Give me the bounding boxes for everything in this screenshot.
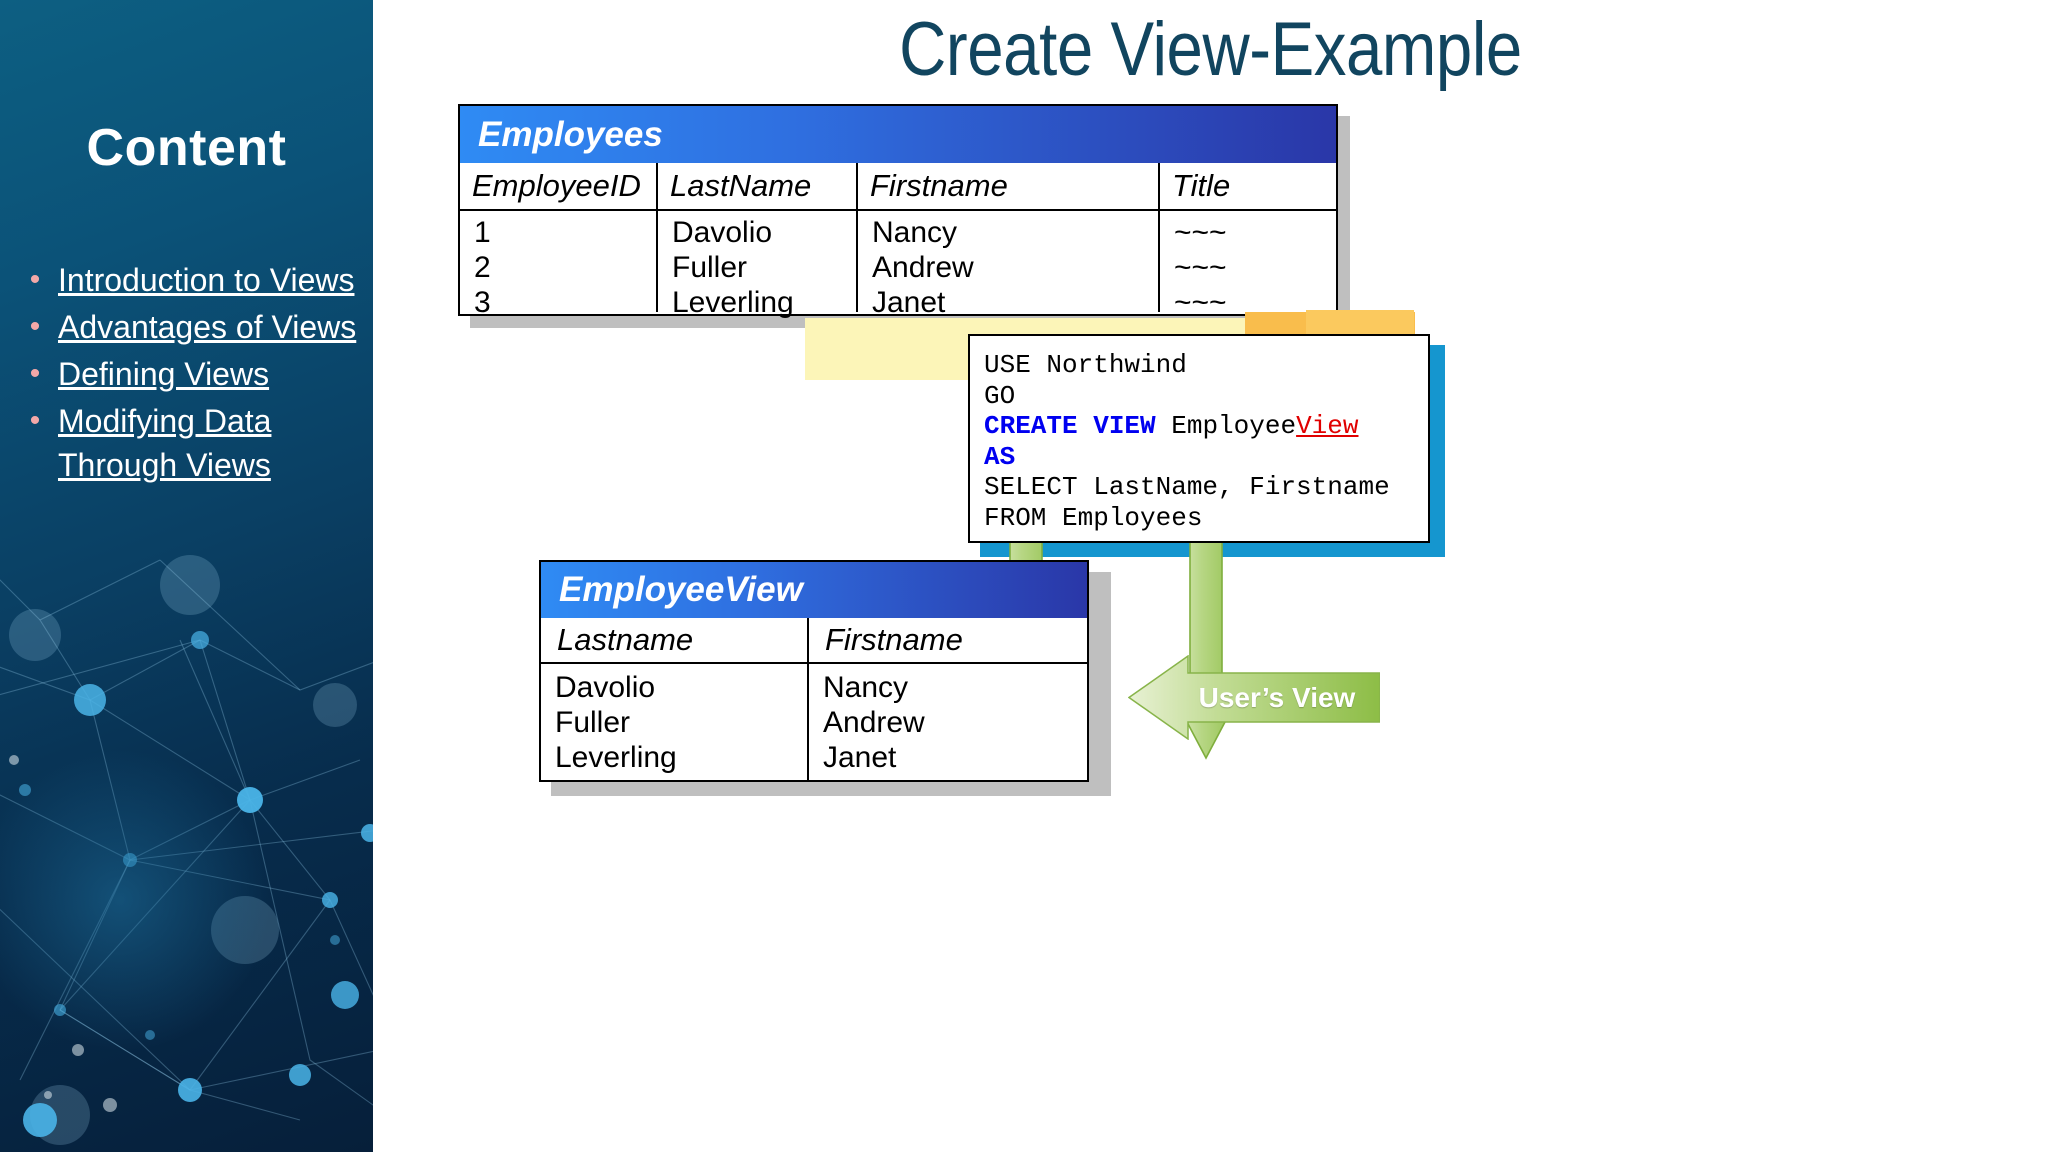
- cell-value: Davolio: [555, 671, 656, 704]
- sidebar-item-label[interactable]: Introduction to Views: [58, 262, 355, 298]
- cell-value: Janet: [823, 741, 897, 774]
- cell-value: Leverling: [672, 286, 794, 319]
- cell-value: 3: [474, 286, 491, 319]
- sidebar-item-modifying-data-through-views[interactable]: • Modifying Data Through Views: [12, 399, 362, 487]
- column-header-firstname: Firstname: [858, 163, 1160, 209]
- cell-value: ~~~: [1174, 286, 1227, 319]
- cell-value: 2: [474, 251, 491, 284]
- employees-table: Employees EmployeeID LastName Firstname …: [458, 104, 1338, 319]
- employees-table-title: Employees: [460, 106, 1336, 163]
- code-line-from: FROM Employees: [984, 502, 1203, 533]
- users-view-arrow-icon: [1128, 655, 1380, 740]
- bullet-icon: •: [29, 310, 41, 343]
- employeeview-table-header-row: Lastname Firstname: [541, 618, 1087, 664]
- employees-table-header-row: EmployeeID LastName Firstname Title: [460, 163, 1336, 211]
- column-header-firstname: Firstname: [825, 622, 963, 657]
- employeeview-table-title: EmployeeView: [541, 562, 1087, 618]
- cell-value: ~~~: [1174, 216, 1227, 249]
- cell-value: Davolio: [672, 216, 773, 249]
- sidebar-item-introduction-to-views[interactable]: • Introduction to Views: [12, 258, 362, 302]
- sidebar-item-advantages-of-views[interactable]: • Advantages of Views: [12, 305, 362, 349]
- cell-column-lastname: Davolio Fuller Leverling: [541, 664, 809, 780]
- cell-value: Nancy: [872, 216, 958, 249]
- cell-column-firstname: Nancy Andrew Janet: [809, 664, 1087, 780]
- page-title: Create View-Example: [899, 7, 1522, 92]
- sidebar-item-label[interactable]: Modifying Data Through Views: [58, 403, 272, 483]
- code-keyword-create-view: CREATE VIEW: [984, 411, 1156, 441]
- bullet-icon: •: [29, 404, 41, 437]
- cell-value: Fuller: [672, 251, 748, 284]
- column-header-title: Title: [1172, 168, 1231, 203]
- sidebar-heading: Content: [86, 119, 287, 177]
- sidebar: Content • Introduction to Views • Advant…: [0, 0, 373, 1152]
- sidebar-link-list: • Introduction to Views • Advantages of …: [12, 258, 362, 490]
- cell-column-firstname: Nancy Andrew Janet: [858, 211, 1160, 319]
- bullet-icon: •: [29, 357, 41, 390]
- bullet-icon: •: [29, 263, 41, 296]
- sql-code-box: USE Northwind GO CREATE VIEW EmployeeVie…: [968, 334, 1430, 543]
- users-view-label: User’s View: [1198, 681, 1356, 713]
- column-header-lastname: Lastname: [541, 618, 809, 662]
- code-view-name: Employee: [1155, 411, 1297, 441]
- cell-value: Fuller: [555, 706, 631, 739]
- employeeview-table-body: Davolio Fuller Leverling Nancy Andrew Ja…: [541, 664, 1087, 780]
- code-view-suffix: View: [1296, 411, 1359, 441]
- cell-value: Andrew: [823, 706, 925, 739]
- cell-column-employeeid: 1 2 3: [460, 211, 658, 319]
- cell-value: ~~~: [1174, 251, 1227, 284]
- cell-value: Nancy: [823, 671, 909, 704]
- code-keyword-as: AS: [984, 441, 1016, 472]
- sidebar-item-defining-views[interactable]: • Defining Views: [12, 352, 362, 396]
- cell-value: Janet: [872, 286, 946, 319]
- code-line-go: GO: [984, 380, 1016, 411]
- cell-value: Andrew: [872, 251, 974, 284]
- cell-column-lastname: Davolio Fuller Leverling: [658, 211, 858, 319]
- code-line-select: SELECT LastName, Firstname: [984, 472, 1390, 502]
- cell-value: 1: [474, 216, 491, 249]
- column-header-lastname: LastName: [658, 163, 858, 209]
- sidebar-item-label[interactable]: Defining Views: [58, 356, 270, 392]
- network-background-graphic: [0, 555, 373, 1145]
- cell-value: Leverling: [555, 741, 677, 774]
- cell-column-title: ~~~ ~~~ ~~~: [1160, 211, 1336, 319]
- sidebar-item-label[interactable]: Advantages of Views: [58, 309, 357, 345]
- column-header-employeeid: EmployeeID: [460, 163, 658, 209]
- code-line-use: USE Northwind: [984, 350, 1187, 380]
- employeeview-table: EmployeeView Lastname Firstname Davolio …: [539, 560, 1089, 782]
- employees-table-body: 1 2 3 Davolio Fuller Leverling Nancy And…: [460, 211, 1336, 319]
